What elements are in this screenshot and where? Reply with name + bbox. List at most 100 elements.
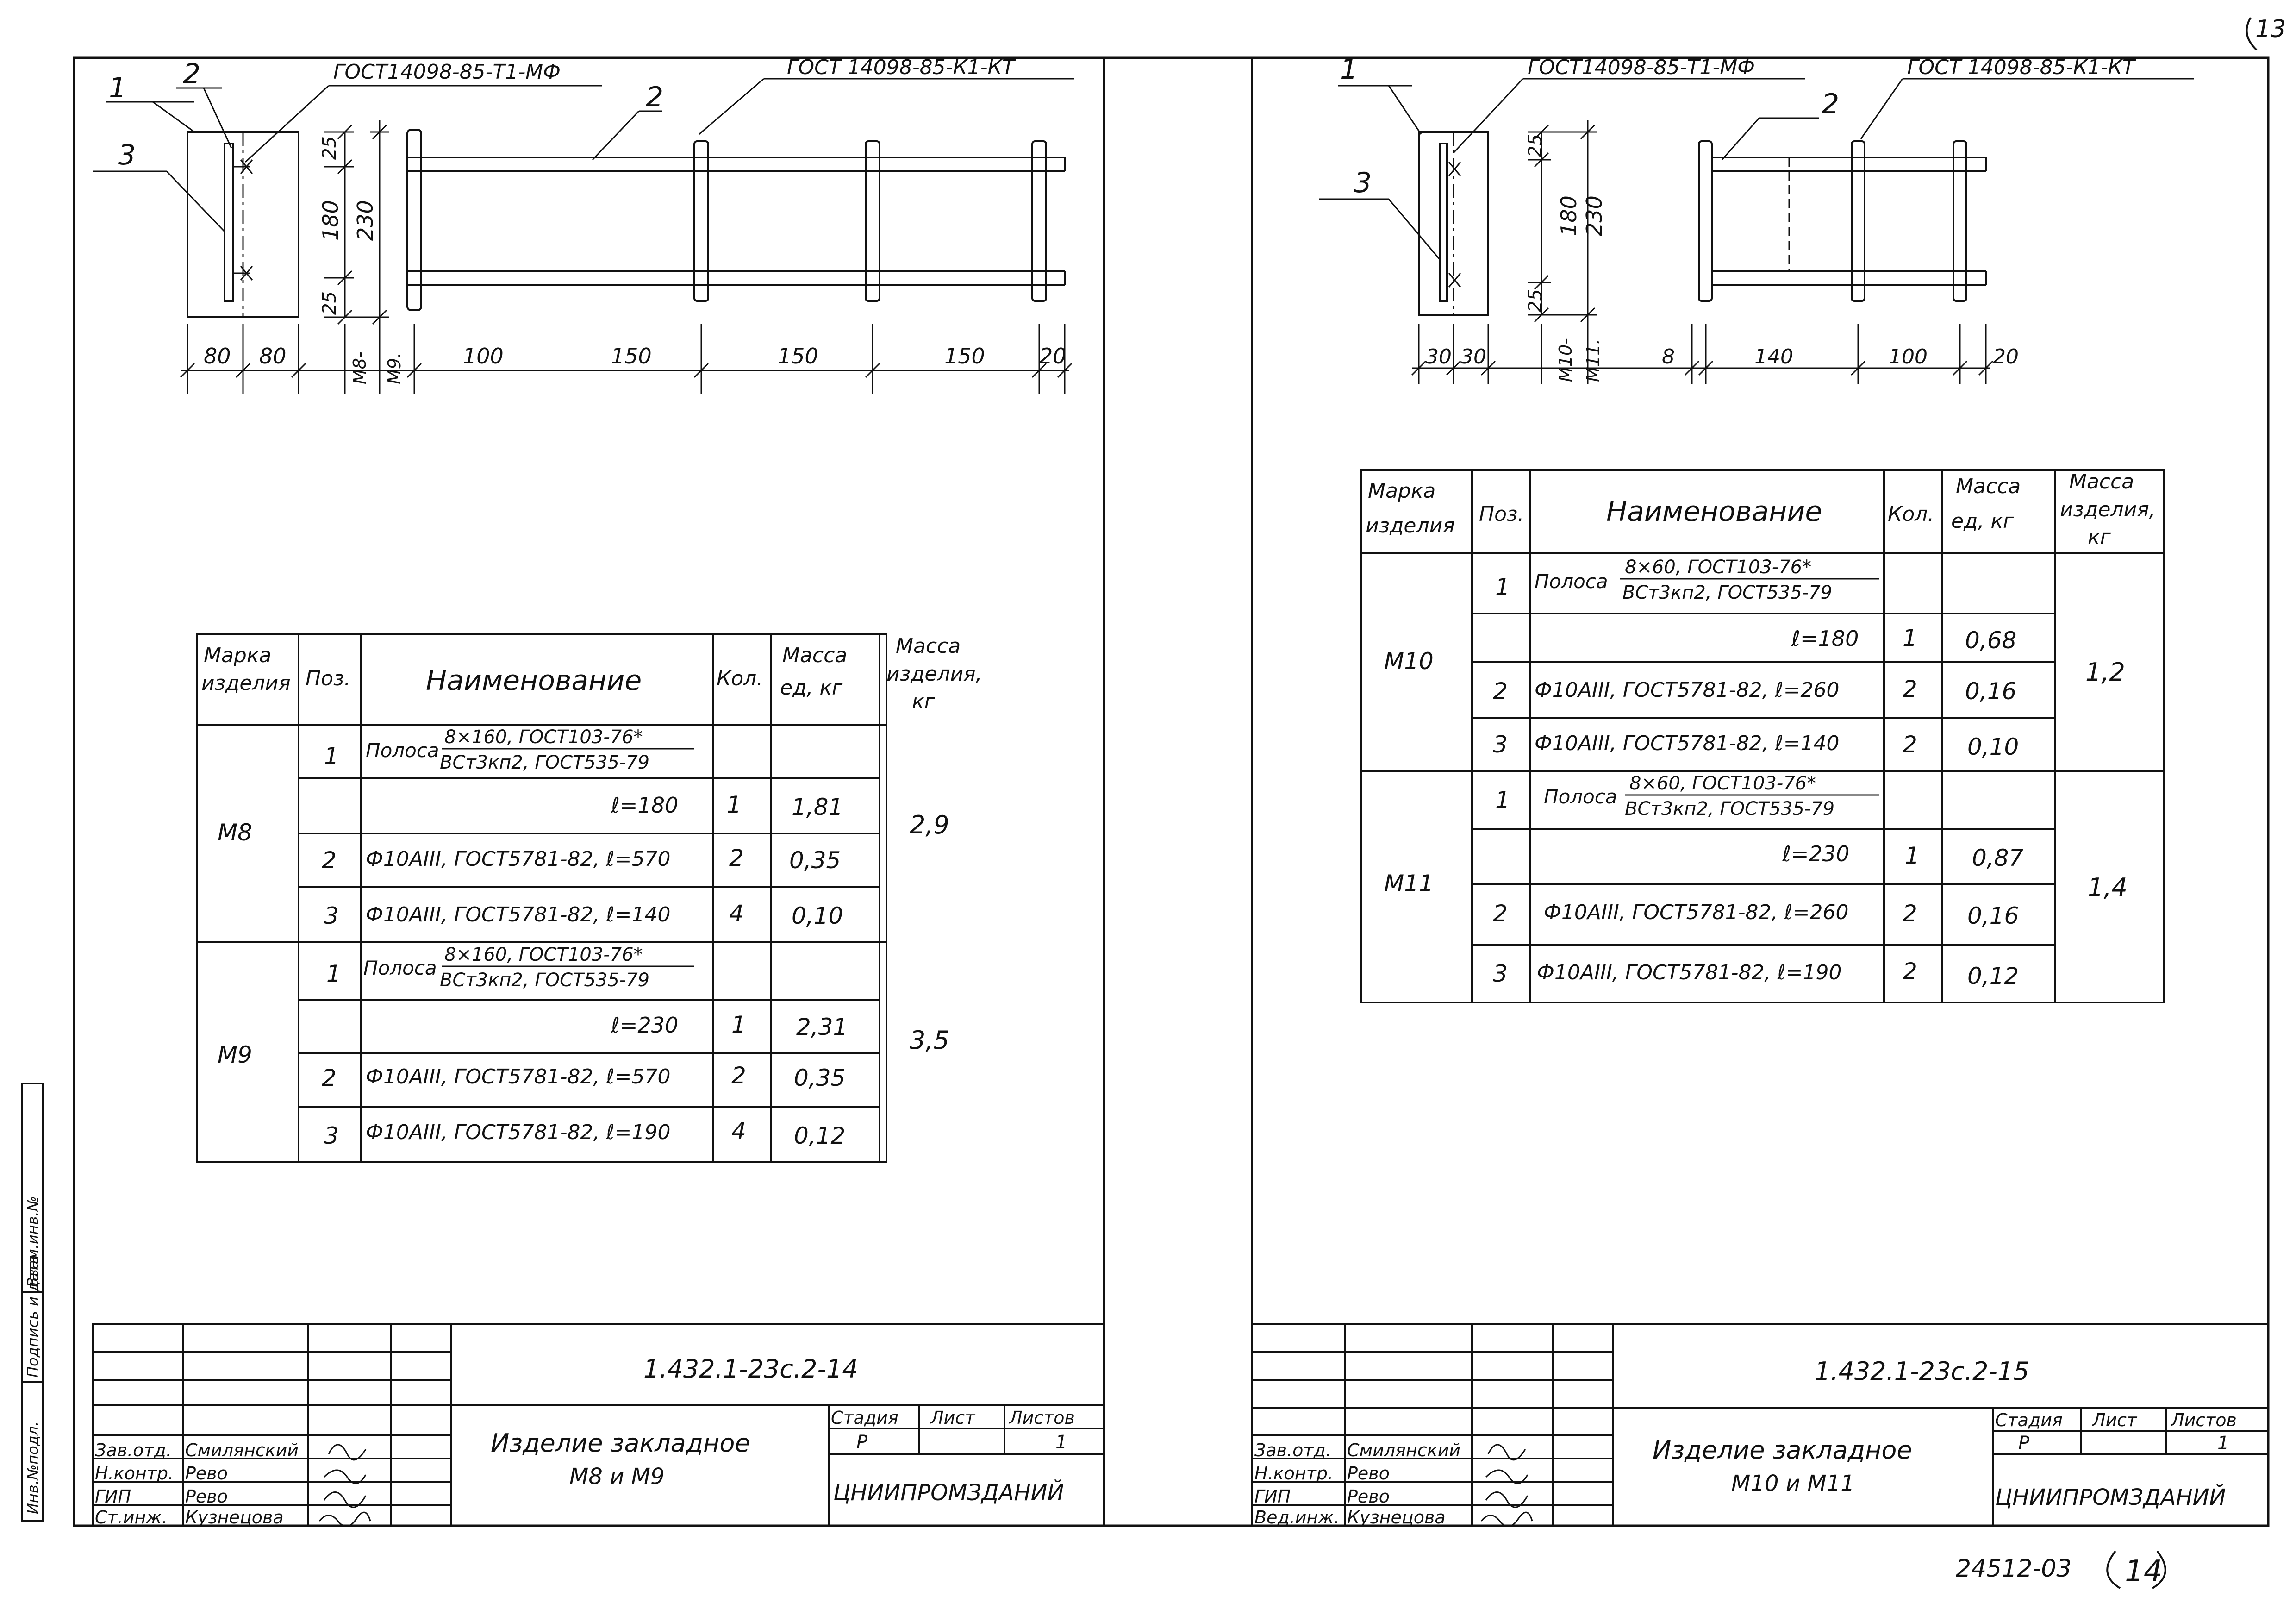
left-drawing: 25 180 230 25 1 2 3 2 ГОСТ14098-85-Т1-МФ [93, 56, 1074, 394]
right-org: ЦНИИПРОМЗДАНИЙ [1995, 1484, 2226, 1510]
right-m10-r2-qty: 1 [1903, 625, 1917, 651]
right-mass-m11: 1,4 [2088, 873, 2128, 902]
right-th-unitmass-1: Масса [1956, 475, 2021, 498]
left-dim-230: 230 [353, 200, 378, 241]
left-m9-r3-unit: 0,35 [794, 1065, 845, 1091]
left-name-2: Рево [185, 1463, 228, 1484]
right-role-4: Вед.инж. [1254, 1507, 1340, 1528]
right-m10-r4-qty: 2 [1903, 731, 1917, 758]
right-m10-r3-unit: 0,16 [1965, 678, 2016, 705]
left-role-4: Ст.инж. [95, 1507, 168, 1528]
right-th-pos: Поз. [1479, 502, 1524, 526]
right-th-itemmass-2: изделия, [2060, 498, 2156, 521]
left-sheet-label: Лист [930, 1408, 976, 1428]
right-role-1: Зав.отд. [1254, 1440, 1331, 1460]
right-drawing: 25 180 230 25 1 2 3 ГОСТ14098-85-Т1-МФ Г… [1319, 53, 2194, 384]
right-sheets-value: 1 [2217, 1433, 2229, 1454]
right-th-name: Наименование [1606, 495, 1822, 528]
left-sheets-label: Листов [1008, 1408, 1075, 1428]
left-m8-r3-unit: 0,35 [789, 847, 841, 874]
left-m8-r2-unit: 1,81 [792, 794, 843, 820]
right-m10-r4-name: Ф10АIII, ГОСТ5781-82, ℓ=140 [1535, 732, 1839, 755]
right-title-line1: Изделие закладное [1653, 1435, 1912, 1465]
left-dim-150b: 150 [778, 344, 818, 369]
left-th-itemmass-2: изделия, [886, 662, 982, 686]
left-gost-plate: ГОСТ14098-85-Т1-МФ [333, 60, 561, 84]
right-m10-r3-qty: 2 [1903, 676, 1917, 702]
left-m8-r3-pos: 2 [322, 847, 337, 874]
left-name-4: Кузнецова [185, 1507, 284, 1528]
right-th-mark-1: Марка [1368, 479, 1435, 503]
right-m10-r1-pos: 1 [1495, 574, 1510, 601]
left-m8-r2-name: ℓ=180 [611, 793, 678, 818]
left-gost-rods: ГОСТ 14098-85-К1-КТ [787, 56, 1016, 79]
right-th-itemmass-3: кг [2088, 526, 2111, 549]
left-mass-m8: 2,9 [910, 810, 949, 839]
left-name-3: Рево [185, 1486, 228, 1507]
right-dim-30a: 30 [1426, 345, 1452, 369]
right-dim-20: 20 [1993, 345, 2019, 369]
right-spec-table: Марка изделия Поз. Наименование Кол. Мас… [1360, 469, 2165, 1003]
right-th-qty: Кол. [1888, 502, 1934, 526]
right-pos-3: 3 [1354, 167, 1372, 199]
right-mark-m10: М10 [1384, 648, 1434, 675]
right-m11-r2-unit: 0,87 [1972, 845, 2024, 871]
left-org: ЦНИИПРОМЗДАНИЙ [833, 1479, 1064, 1506]
left-dim-150a: 150 [611, 344, 652, 369]
right-sheets-label: Листов [2170, 1410, 2237, 1430]
left-m8-r4-pos: 3 [324, 902, 339, 929]
left-m9-r1-prefix: Полоса [363, 957, 437, 979]
left-th-mark-2: изделия [201, 671, 291, 695]
right-m11-r4-unit: 0,12 [1967, 963, 2019, 990]
right-dim-230: 230 [1582, 195, 1607, 236]
right-dim-100: 100 [1889, 345, 1928, 369]
left-signatures [318, 1444, 371, 1527]
right-gost-plate: ГОСТ14098-85-Т1-МФ [1528, 56, 1755, 79]
left-spec-table: Марка изделия Поз. Наименование Кол. Мас… [196, 633, 982, 1163]
right-stage-label: Стадия [1995, 1410, 2063, 1430]
right-m11-r3-name: Ф10АIII, ГОСТ5781-82, ℓ=260 [1544, 901, 1848, 924]
right-m10-r4-pos: 3 [1493, 731, 1508, 758]
left-th-qty: Кол. [717, 667, 763, 690]
left-role-1: Зав.отд. [95, 1440, 172, 1460]
sheet-corner-number: 13 [2255, 15, 2286, 43]
left-dim-150c: 150 [944, 344, 985, 369]
left-dim-25-top: 25 [319, 136, 340, 160]
right-m10-r2-unit: 0,68 [1965, 627, 2016, 654]
left-m9-r1-bottom: ВСт3кп2, ГОСТ535-79 [440, 970, 649, 991]
right-dim-marks-b: М11. [1583, 339, 1603, 382]
right-m11-r4-name: Ф10АIII, ГОСТ5781-82, ℓ=190 [1537, 961, 1841, 984]
right-m11-r2-qty: 1 [1905, 842, 1920, 869]
left-dim-80a: 80 [204, 344, 231, 369]
left-name-1: Смилянский [185, 1440, 299, 1460]
right-dim-25-top: 25 [1525, 134, 1546, 157]
right-dim-140: 140 [1754, 345, 1793, 369]
left-title-block: 1.432.1-23с.2-14 Изделие закладное М8 и … [92, 1323, 1105, 1528]
right-m10-r3-pos: 2 [1493, 678, 1508, 705]
right-doc-code: 1.432.1-23с.2-15 [1815, 1357, 2029, 1386]
right-signatures [1480, 1444, 1533, 1527]
left-sheets-value: 1 [1055, 1432, 1067, 1453]
left-th-name: Наименование [426, 664, 642, 697]
left-pos-2-rods: 2 [646, 81, 663, 113]
left-dim-marks-a: М8- [349, 351, 370, 384]
left-role-3: ГИП [95, 1486, 131, 1507]
left-th-itemmass-3: кг [912, 690, 936, 714]
page-frame [73, 56, 2270, 1527]
right-m10-r1-top: 8×60, ГОСТ103-76* [1625, 557, 1811, 578]
right-name-4: Кузнецова [1347, 1507, 1446, 1528]
right-pos-2: 2 [1822, 88, 1839, 120]
right-m11-r1-bottom: ВСт3кп2, ГОСТ535-79 [1625, 798, 1834, 820]
left-m9-r4-pos: 3 [324, 1122, 339, 1149]
left-th-itemmass-1: Масса [896, 634, 961, 658]
right-m11-r4-pos: 3 [1493, 960, 1508, 987]
left-mark-m9: М9 [218, 1041, 252, 1068]
left-title-line1: Изделие закладное [491, 1428, 750, 1458]
left-m8-r2-qty: 1 [727, 791, 742, 818]
left-stage-value: Р [856, 1432, 868, 1453]
left-m9-r2-name: ℓ=230 [611, 1013, 678, 1038]
left-m9-r3-qty: 2 [731, 1062, 746, 1089]
left-dim-25-bot: 25 [319, 291, 340, 315]
left-mark-m8: М8 [218, 819, 252, 846]
